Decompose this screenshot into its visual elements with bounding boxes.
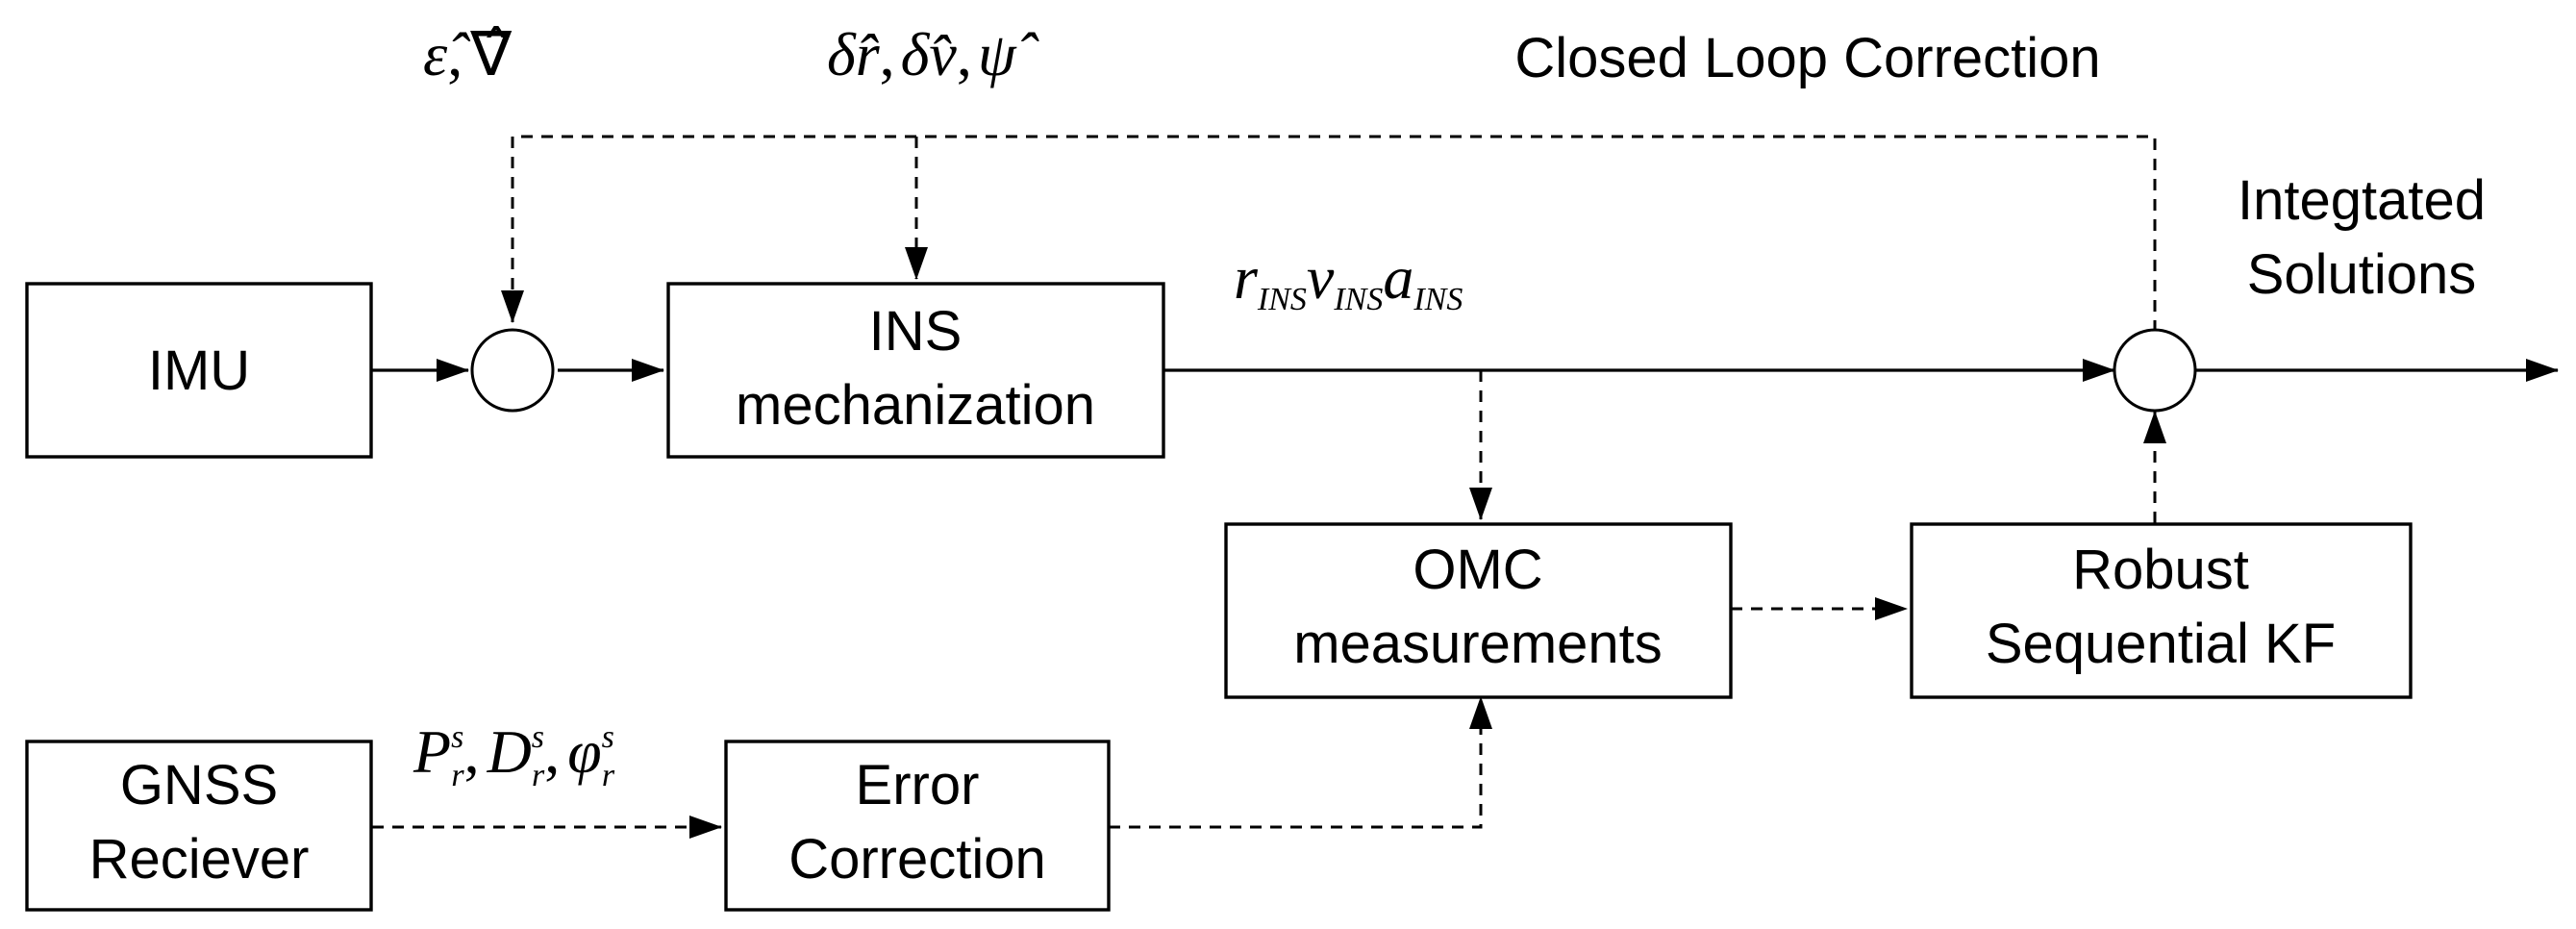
navigation-error-estimates-label: δr̂,δv̂,ψ̂ (827, 20, 1039, 88)
kf-label-line2: Sequential KF (1986, 613, 2336, 675)
ins-outputs-label: rINSvINSaINS (1234, 243, 1463, 317)
ins-label-line2: mechanization (736, 374, 1095, 437)
integrated-solutions-line1: Integtated (2238, 169, 2486, 232)
error-correction-label-line2: Correction (788, 828, 1046, 891)
gnss-label-line1: GNSS (120, 754, 278, 816)
imu-label: IMU (148, 339, 250, 402)
robust-sequential-kf-block: Robust Sequential KF (1910, 522, 2413, 699)
omc-label-line1: OMC (1413, 539, 1542, 601)
closed-loop-correction-label: Closed Loop Correction (1514, 27, 2100, 89)
output-correction-junction (2113, 328, 2197, 413)
error-correction-to-omc-line (1109, 696, 1492, 829)
integrated-solutions-line2: Solutions (2247, 243, 2477, 306)
imu-block: IMU (25, 282, 373, 459)
sensor-correction-junction (470, 328, 555, 413)
error-correction-label-line1: Error (856, 754, 980, 816)
gnss-label-line2: Reciever (89, 828, 310, 891)
omc-label-line2: measurements (1293, 613, 1663, 675)
sensor-error-estimates-label: ε̂,∇̂ (423, 20, 512, 88)
ins-label-line1: INS (869, 300, 963, 363)
ins-mechanization-block: INS mechanization (666, 282, 1165, 459)
error-correction-block: Error Correction (724, 740, 1111, 912)
omc-measurements-block: OMC measurements (1224, 522, 1733, 699)
gnss-receiver-block: GNSS Reciever (25, 740, 373, 912)
closed-loop-feedback-line (501, 135, 2157, 332)
kf-label-line1: Robust (2072, 539, 2249, 601)
